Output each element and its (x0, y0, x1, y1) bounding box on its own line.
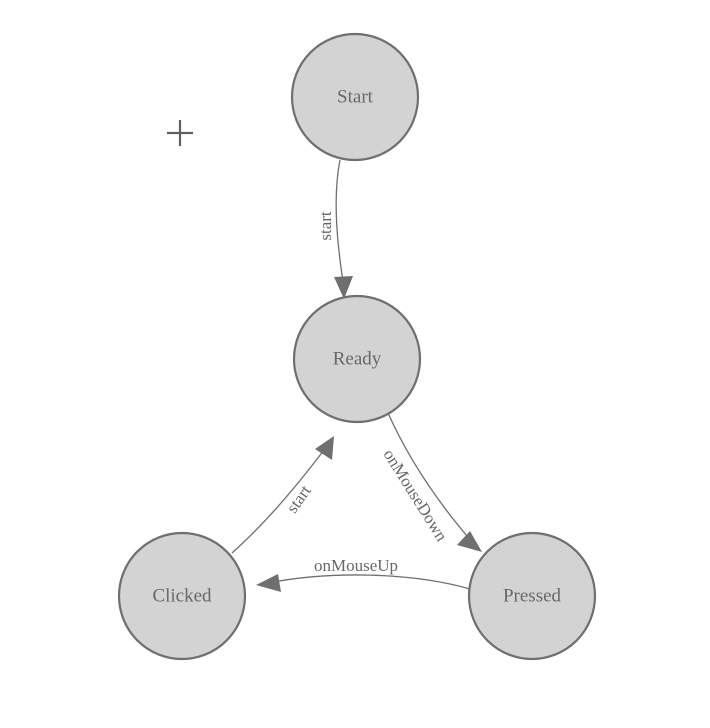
edge-ready-to-pressed[interactable]: onMouseDown (380, 412, 482, 552)
node-label-clicked: Clicked (152, 585, 212, 606)
node-shape[interactable] (290, 32, 420, 162)
edge-pressed-to-clicked[interactable]: onMouseUp (256, 556, 471, 592)
edge-label-on-mouse-up: onMouseUp (314, 556, 398, 575)
edge-label-start-to-ready: start (316, 211, 335, 241)
arrowhead-icon (315, 436, 334, 460)
edge-label-on-mouse-down: onMouseDown (380, 446, 452, 545)
edge-label-clicked-to-ready: start (283, 481, 316, 516)
arrowhead-icon (256, 574, 281, 592)
edge-path (267, 574, 471, 590)
node-shape[interactable] (467, 531, 597, 661)
node-shape[interactable] (292, 294, 422, 424)
node-label-ready: Ready (333, 348, 382, 369)
node-ready[interactable]: Ready (292, 294, 422, 424)
arrowhead-icon (334, 276, 353, 299)
node-clicked[interactable]: Clicked (117, 531, 247, 661)
node-label-pressed: Pressed (503, 585, 562, 606)
crosshair-icon (167, 120, 193, 146)
node-label-start: Start (337, 86, 374, 107)
edge-path (335, 159, 345, 289)
node-start[interactable]: Start (290, 32, 420, 162)
arrowhead-icon (457, 531, 482, 552)
node-pressed[interactable]: Pressed (467, 531, 597, 661)
node-shape[interactable] (117, 531, 247, 661)
edge-path (387, 412, 474, 544)
edge-start-to-ready[interactable]: start (316, 159, 353, 299)
edge-path (231, 445, 328, 554)
edge-clicked-to-ready[interactable]: start (231, 436, 334, 554)
